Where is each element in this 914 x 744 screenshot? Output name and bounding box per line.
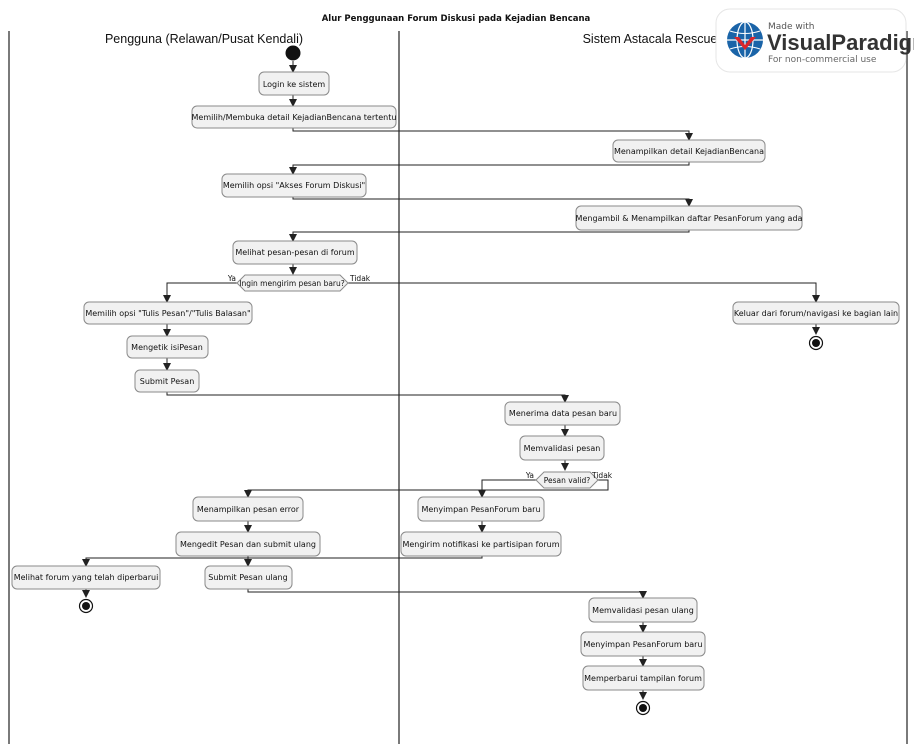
diagram-title: Alur Penggunaan Forum Diskusi pada Kejad… [322,14,591,24]
action-simpan-ulang: Menyimpan PesanForum baru [580,631,706,657]
svg-text:Memilih opsi "Akses Forum Disk: Memilih opsi "Akses Forum Diskusi" [223,181,365,190]
svg-text:Menyimpan PesanForum baru: Menyimpan PesanForum baru [421,505,540,514]
action-login: Login ke sistem [258,71,330,96]
svg-text:Ingin mengirim pesan baru?: Ingin mengirim pesan baru? [239,279,345,288]
end-node-perbarui [635,700,651,716]
guard-tidak-2: Tidak [591,471,613,480]
svg-text:Login ke sistem: Login ke sistem [263,80,326,89]
svg-text:VisualParadigm: VisualParadigm [767,30,914,55]
svg-text:Submit Pesan: Submit Pesan [140,377,195,386]
svg-text:Pesan valid?: Pesan valid? [544,476,590,485]
end-node-keluar [808,335,824,351]
guard-ya-2: Ya [525,471,534,480]
svg-text:Memperbarui tampilan forum: Memperbarui tampilan forum [584,674,702,683]
action-terima: Menerima data pesan baru [504,401,621,426]
svg-text:Melihat forum yang telah diper: Melihat forum yang telah diperbarui [14,573,159,582]
action-pilih-kejadian: Memilih/Membuka detail KejadianBencana t… [191,105,397,129]
svg-text:Mengedit Pesan dan submit ulan: Mengedit Pesan dan submit ulang [180,540,316,549]
start-node [285,45,301,61]
action-akses-forum: Memilih opsi "Akses Forum Diskusi" [221,173,367,198]
svg-text:Memvalidasi pesan ulang: Memvalidasi pesan ulang [592,606,694,615]
guard-ya-1: Ya [227,274,236,283]
svg-text:Menampilkan pesan error: Menampilkan pesan error [197,505,300,514]
action-submit: Submit Pesan [134,369,200,393]
svg-text:Menampilkan detail KejadianBen: Menampilkan detail KejadianBencana [614,147,764,156]
svg-text:Melihat pesan-pesan di forum: Melihat pesan-pesan di forum [235,248,355,257]
action-submit-ulang: Submit Pesan ulang [204,565,293,590]
lane-title-system: Sistem Astacala Rescue [583,32,718,46]
action-tampil-error: Menampilkan pesan error [192,496,304,522]
svg-text:Memvalidasi pesan: Memvalidasi pesan [524,444,601,453]
svg-text:Mengirim notifikasi ke partisi: Mengirim notifikasi ke partisipan forum [402,540,559,549]
lane-title-user: Pengguna (Relawan/Pusat Kendali) [105,32,303,46]
visual-paradigm-watermark: Made with VisualParadigm For non-commerc… [715,8,914,73]
flows [82,61,820,700]
action-lihat-pesan: Melihat pesan-pesan di forum [232,240,358,265]
decision-kirim-pesan: Ingin mengirim pesan baru? [236,274,349,292]
decision-pesan-valid: Pesan valid? [535,471,599,489]
action-keluar: Keluar dari forum/navigasi ke bagian lai… [732,301,900,325]
action-edit: Mengedit Pesan dan submit ulang [175,531,321,557]
svg-text:Made with: Made with [768,22,815,32]
svg-text:Mengambil & Menampilkan daftar: Mengambil & Menampilkan daftar PesanForu… [576,214,803,223]
end-node-lihat-update [78,598,94,614]
svg-text:Memilih/Membuka detail Kejadia: Memilih/Membuka detail KejadianBencana t… [192,113,397,122]
svg-text:For non-commercial use: For non-commercial use [768,55,877,65]
action-perbarui: Memperbarui tampilan forum [582,665,705,691]
action-ketik: Mengetik isiPesan [126,335,209,359]
action-lihat-update: Melihat forum yang telah diperbarui [11,565,161,590]
action-validasi: Memvalidasi pesan [519,435,605,461]
visual-paradigm-globe-icon [727,21,763,59]
guard-tidak-1: Tidak [349,274,371,283]
svg-text:Submit Pesan ulang: Submit Pesan ulang [208,573,287,582]
svg-text:Memilih opsi "Tulis Pesan"/"Tu: Memilih opsi "Tulis Pesan"/"Tulis Balasa… [85,309,250,318]
svg-text:Menyimpan PesanForum baru: Menyimpan PesanForum baru [583,640,702,649]
action-tampil-detail: Menampilkan detail KejadianBencana [612,139,766,163]
svg-text:Mengetik isiPesan: Mengetik isiPesan [131,343,203,352]
action-ambil-pesan: Mengambil & Menampilkan daftar PesanForu… [575,205,803,231]
action-tulis-pesan: Memilih opsi "Tulis Pesan"/"Tulis Balasa… [83,301,253,325]
action-notifikasi: Mengirim notifikasi ke partisipan forum [400,531,562,557]
svg-text:Keluar dari forum/navigasi ke: Keluar dari forum/navigasi ke bagian lai… [734,309,898,318]
svg-text:Menerima data pesan baru: Menerima data pesan baru [509,409,617,418]
action-simpan: Menyimpan PesanForum baru [417,496,545,522]
action-validasi-ulang: Memvalidasi pesan ulang [588,597,698,623]
